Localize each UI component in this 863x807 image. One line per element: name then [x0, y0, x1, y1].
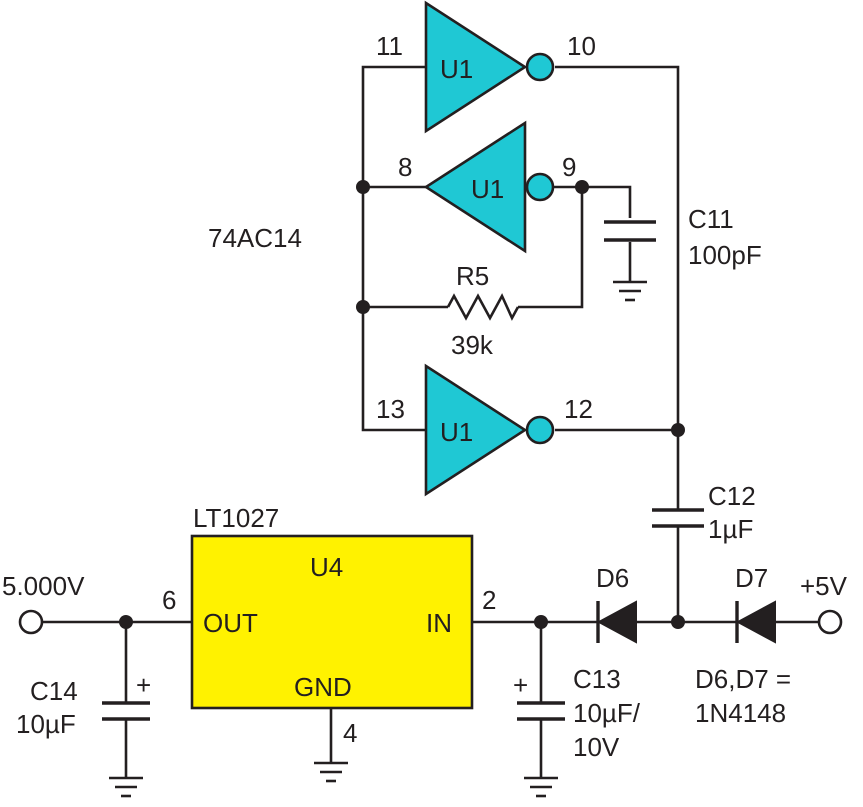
supply-label: +5V	[800, 571, 848, 601]
junction-dot	[356, 300, 370, 314]
r5-value: 39k	[451, 330, 494, 360]
inverter-a-name: U1	[440, 54, 473, 84]
regulator-body	[190, 534, 474, 710]
inverter-b-bubble	[525, 172, 555, 202]
inverter-b-pin-in: 8	[398, 152, 412, 182]
inverter-b: U1 8 9	[398, 120, 576, 254]
junction-dot	[671, 423, 685, 437]
supply-terminal-circle	[817, 609, 843, 635]
inverter-a-pin-in: 11	[376, 31, 403, 61]
regulator-out-label: OUT	[203, 608, 258, 638]
capacitor-c13: + C13 10µF/ 10V	[513, 664, 641, 762]
capacitor-c11: C11 100pF	[604, 204, 762, 270]
ground-symbol	[109, 776, 143, 798]
junction-dot	[575, 180, 589, 194]
regulator-part: LT1027	[193, 503, 279, 533]
regulator-u4: LT1027 U4 OUT IN GND 6 2 4	[162, 503, 496, 748]
junctions	[119, 180, 685, 629]
inverter-a-output-wire	[555, 65, 680, 510]
diode-d7: D7	[735, 563, 776, 644]
capacitor-c12: C12 1µF	[652, 481, 756, 544]
r5-name: R5	[456, 261, 489, 291]
output-voltage-label: 5.000V	[2, 571, 85, 601]
regulator-pin-out: 6	[162, 585, 176, 615]
inverter-c-pin-out: 12	[564, 394, 593, 424]
output-terminal: 5.000V	[2, 571, 85, 635]
c12-name: C12	[708, 481, 756, 511]
d6-label: D6	[596, 563, 629, 593]
r5-right-wire	[518, 187, 584, 309]
inverter-c-pin-in: 13	[376, 394, 405, 424]
inverter-b-pin-out: 9	[562, 152, 576, 182]
left-bus-wire	[361, 65, 426, 432]
inverter-c: U1 13 12	[376, 363, 593, 497]
regulator-in-label: IN	[426, 608, 452, 638]
resistor-zigzag	[446, 293, 520, 321]
diode-triangle	[735, 600, 776, 644]
diode-note-line-2: 1N4148	[695, 698, 786, 728]
c12-value: 1µF	[708, 514, 753, 544]
inverter-a-pin-out: 10	[567, 31, 596, 61]
c11-value: 100pF	[688, 240, 762, 270]
ground-symbol	[613, 280, 647, 302]
regulator-name: U4	[310, 552, 343, 582]
diode-triangle	[596, 600, 637, 644]
d7-label: D7	[735, 563, 768, 593]
inverter-c-bubble	[525, 415, 555, 445]
wiring	[43, 65, 818, 778]
inverter-c-body	[424, 363, 528, 497]
part-number-74ac14: 74AC14	[208, 223, 302, 253]
c14-name: C14	[30, 676, 78, 706]
inverter-b-body	[423, 120, 527, 254]
inverter-a-bubble	[525, 52, 555, 82]
diode-note-line-1: D6,D7 =	[695, 664, 791, 694]
resistor-r5: R5 39k	[446, 261, 520, 360]
regulator-pin-in: 2	[482, 585, 496, 615]
c13-line-1: 10µF/	[573, 698, 641, 728]
junction-dot	[356, 180, 370, 194]
c13-polarity: +	[513, 670, 528, 700]
c11-name: C11	[688, 204, 734, 234]
c13-name: C13	[573, 664, 621, 694]
regulator-pin-gnd: 4	[343, 718, 357, 748]
output-terminal-circle	[18, 609, 44, 635]
inverter-c-name: U1	[440, 417, 473, 447]
inverter-b-output-wire	[554, 185, 632, 218]
inverter-b-name: U1	[471, 174, 504, 204]
supply-terminal: +5V	[800, 571, 848, 635]
c14-value: 10µF	[16, 709, 76, 739]
c13-line-2: 10V	[573, 732, 620, 762]
junction-dot	[119, 615, 133, 629]
diode-d6: D6	[596, 563, 637, 644]
ground-symbol	[314, 761, 348, 783]
inverter-a-body	[424, 0, 528, 134]
ground-symbol	[524, 776, 558, 798]
capacitor-c14: + C14 10µF	[16, 670, 151, 739]
inverter-a: U1 11 10	[376, 0, 596, 134]
c14-polarity: +	[136, 670, 151, 700]
junction-dot	[534, 615, 548, 629]
junction-dot	[671, 615, 685, 629]
regulator-gnd-label: GND	[294, 672, 352, 702]
